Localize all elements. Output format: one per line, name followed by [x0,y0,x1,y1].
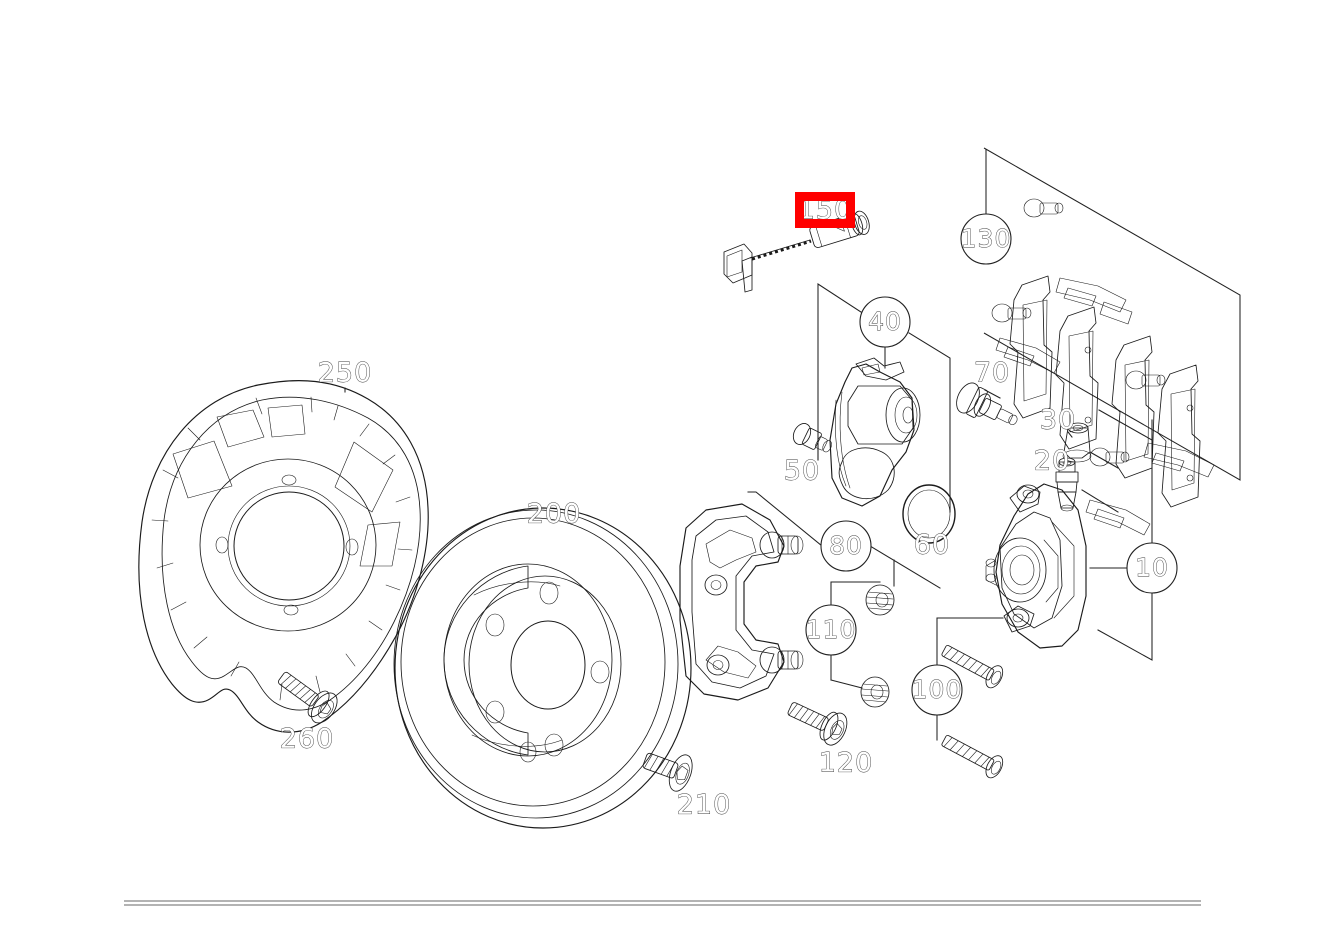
part-80-caliper-carrier-bracket [679,503,804,701]
carrier-guide-boss [759,531,804,559]
callout-label-200: 200 [527,499,582,530]
pad-retaining-clip [995,337,1061,374]
pad-pin-screw [1023,198,1064,218]
callout-label-260: 260 [280,724,335,755]
pad-pin-screw [991,303,1032,323]
part-60-o-ring-seal [902,484,956,544]
brake-pad [1157,364,1201,508]
callout-circle-100 [911,664,963,716]
part-100-caliper-mounting-bolt [941,644,1004,779]
callout-label-120: 120 [819,748,874,779]
part-250-brake-dust-shield [138,380,429,733]
part-260-shield-mounting-screw [278,671,338,724]
callout-label-20: 20 [1034,446,1070,477]
callout-circle-110 [805,604,857,656]
callout-label-60: 60 [914,530,950,561]
brake-pad [1111,335,1155,479]
callout-circle-40 [859,296,911,348]
part-40-caliper-piston-unit [829,357,921,507]
pad-pin-screw [1125,370,1166,390]
highlight-box-150 [795,192,855,228]
part-110-guide-pin-boot [860,584,895,708]
callout-label-130: 130 [961,224,1012,253]
callout-label-30: 30 [1040,405,1076,436]
footer-rule [124,900,1201,906]
callout-label-100: 100 [912,675,963,704]
part-10-brake-caliper-housing [985,483,1087,649]
carrier-guide-boss [759,646,804,674]
leader-lines [344,149,1153,741]
callout-circle-130 [960,213,1012,265]
callout-label-80: 80 [829,531,863,560]
group-130-brake-pad-set [983,147,1241,536]
part-50-guide-pin-short [792,423,832,453]
pad-retaining-clip [1055,277,1133,325]
callout-label-250: 250 [318,358,373,389]
callout-circles [805,213,1178,716]
pad-retaining-clip [1143,442,1215,478]
callout-circle-10 [1126,542,1178,594]
part-30-bleeder-cap [1062,422,1092,463]
part-200-brake-disc-rotor [393,507,692,829]
pad-retaining-clip [1085,499,1151,536]
part-120-carrier-screw [787,702,848,746]
callout-label-10: 10 [1135,553,1169,582]
callout-label-50: 50 [784,456,820,487]
callout-label-210: 210 [677,790,732,821]
callout-circle-80 [820,520,872,572]
brake-pad [1009,275,1053,419]
pad-pin-screw [1089,447,1130,467]
callout-label-110: 110 [806,615,857,644]
callout-labels: 130 40 10 80 110 100 150 70 30 20 50 60 … [279,194,1169,821]
caliper-mount-lug [1003,605,1035,633]
part-210-disc-retaining-screw [642,752,693,792]
caliper-mount-lug [1009,484,1041,513]
callout-label-70: 70 [974,358,1010,389]
part-70-guide-bolt [956,382,1018,426]
callout-label-40: 40 [868,307,902,336]
brake-pad [1055,306,1099,450]
